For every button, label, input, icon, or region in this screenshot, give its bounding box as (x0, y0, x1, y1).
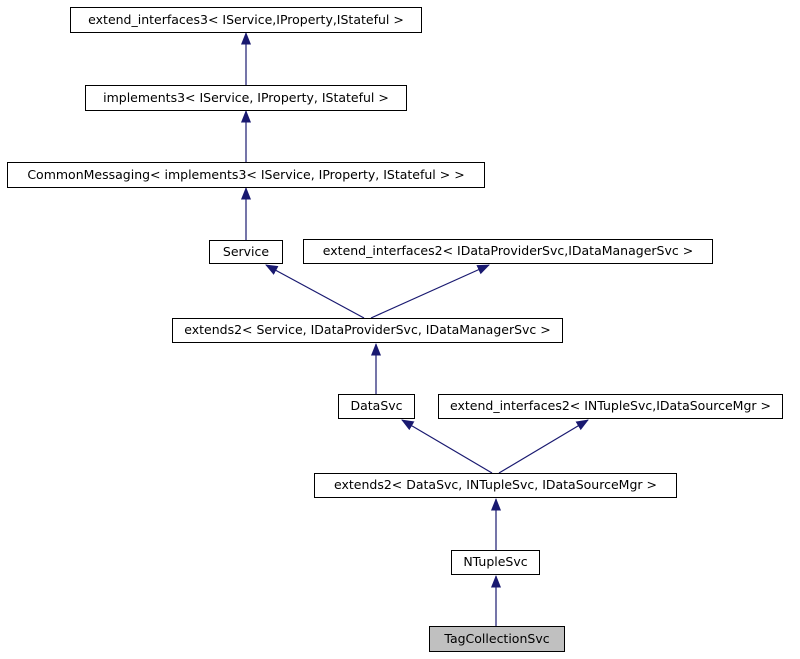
class-node-service[interactable]: Service (209, 240, 283, 264)
class-node-extend_interfaces2_data[interactable]: extend_interfaces2< IDataProviderSvc,IDa… (303, 239, 713, 264)
class-node-label: CommonMessaging< implements3< IService, … (27, 166, 465, 182)
class-node-implements3[interactable]: implements3< IService, IProperty, IState… (85, 85, 407, 111)
inheritance-edge-extends2_datasvc-to-datasvc (401, 419, 493, 474)
class-node-label: NTupleSvc (463, 554, 528, 570)
class-node-label: TagCollectionSvc (444, 630, 550, 646)
class-node-label: Service (222, 243, 270, 259)
class-node-label: extend_interfaces3< IService,IProperty,I… (88, 11, 404, 27)
class-node-label: extend_interfaces2< IDataProviderSvc,IDa… (322, 243, 694, 259)
class-node-datasvc[interactable]: DataSvc (338, 394, 415, 419)
class-node-common_messaging[interactable]: CommonMessaging< implements3< IService, … (7, 162, 485, 188)
class-node-extend_interfaces2_ntuple[interactable]: extend_interfaces2< INTupleSvc,IDataSour… (438, 394, 783, 419)
class-node-extends2_service[interactable]: extends2< Service, IDataProviderSvc, IDa… (172, 318, 563, 343)
class-node-label: implements3< IService, IProperty, IState… (103, 89, 389, 105)
class-node-label: extend_interfaces2< INTupleSvc,IDataSour… (450, 398, 771, 414)
inheritance-edge-extends2_service-to-service (265, 264, 365, 319)
class-node-label: extends2< DataSvc, INTupleSvc, IDataSour… (334, 477, 657, 493)
inheritance-edge-extends2_datasvc-to-extend_interfaces2_ntuple (498, 419, 589, 474)
class-node-tagcollectionsvc: TagCollectionSvc (429, 626, 565, 652)
class-node-extend_interfaces3[interactable]: extend_interfaces3< IService,IProperty,I… (70, 7, 422, 33)
class-node-label: DataSvc (350, 398, 403, 414)
inheritance-edge-extends2_service-to-extend_interfaces2_data (370, 264, 490, 319)
class-node-ntuplesvc[interactable]: NTupleSvc (451, 550, 540, 575)
class-node-label: extends2< Service, IDataProviderSvc, IDa… (184, 322, 551, 338)
class-node-extends2_datasvc[interactable]: extends2< DataSvc, INTupleSvc, IDataSour… (314, 473, 677, 498)
